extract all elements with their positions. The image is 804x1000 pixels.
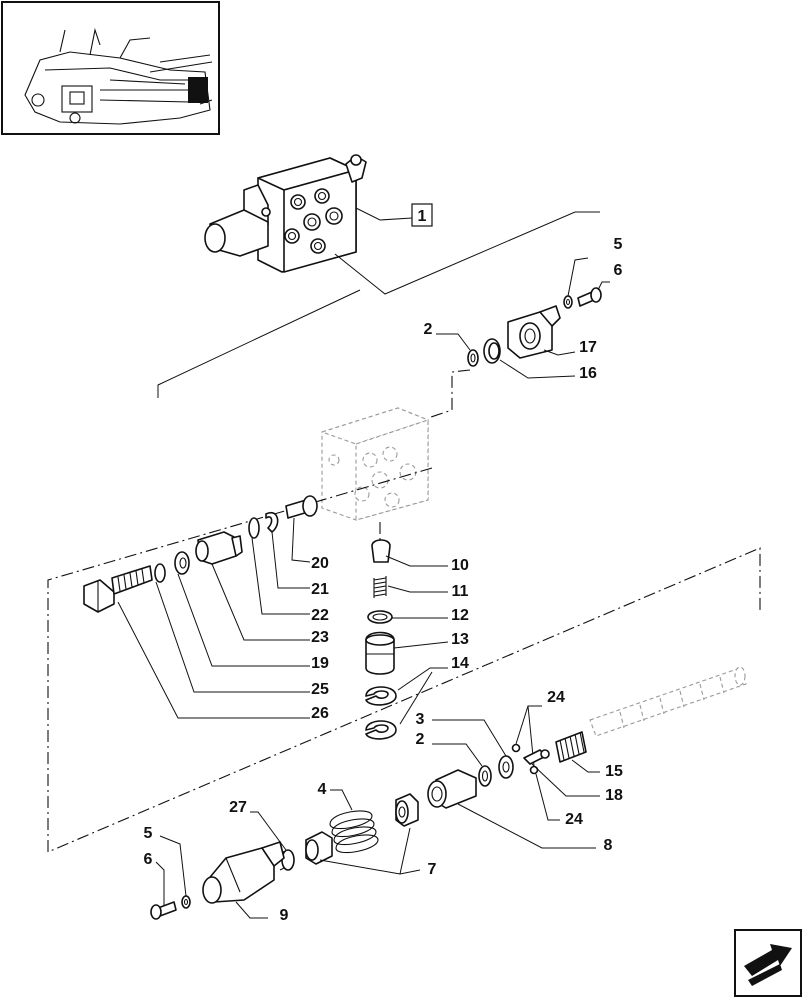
balls-24[interactable] (511, 743, 539, 775)
label-22: 22 (311, 607, 329, 624)
label-8: 8 (604, 837, 613, 854)
label-23: 23 (311, 629, 329, 646)
washer-3[interactable] (498, 755, 514, 779)
pin-20[interactable] (285, 495, 318, 519)
relief-valve-plug-26[interactable] (83, 565, 153, 613)
spring-cup-7-left[interactable] (305, 831, 333, 865)
label-14: 14 (451, 655, 469, 672)
label-26: 26 (311, 705, 329, 722)
label-15: 15 (605, 763, 623, 780)
valve-section-main[interactable] (204, 154, 367, 273)
label-21: 21 (311, 581, 329, 598)
callout-box-1 (411, 203, 433, 227)
label-13: 13 (451, 631, 469, 648)
o-ring-12[interactable] (367, 610, 393, 624)
label-2-bottom: 2 (416, 731, 425, 748)
poppet-10[interactable] (371, 539, 391, 563)
label-16: 16 (579, 365, 597, 382)
sleeve-8[interactable] (427, 769, 477, 809)
next-page-arrow-icon[interactable] (734, 929, 802, 997)
cap-screw-6-bottom[interactable] (150, 901, 177, 920)
label-27: 27 (229, 799, 247, 816)
spool-shaft (589, 666, 747, 737)
spring-4[interactable] (329, 810, 379, 854)
o-ring-2-bottom[interactable] (478, 765, 492, 787)
callout-1: 1 (418, 208, 427, 225)
label-12: 12 (451, 607, 469, 624)
flange-plate-17[interactable] (507, 305, 561, 359)
spring-15[interactable] (555, 731, 587, 763)
spring-cup-7-right[interactable] (395, 793, 419, 827)
label-10: 10 (451, 557, 469, 574)
plunger-13[interactable] (365, 631, 395, 675)
label-2-top: 2 (424, 321, 433, 338)
detent-pin-18[interactable] (523, 749, 550, 765)
washer-5-bottom[interactable] (181, 895, 191, 909)
clip-14-lower[interactable] (365, 720, 397, 740)
valve-section-ghost (320, 407, 430, 521)
label-3: 3 (416, 711, 425, 728)
tractor-location-thumbnail[interactable] (1, 1, 220, 135)
label-7: 7 (428, 861, 437, 878)
o-ring-25[interactable] (154, 563, 166, 583)
label-24-upper: 24 (547, 689, 565, 706)
o-ring-22[interactable] (248, 517, 260, 539)
clip-14-upper[interactable] (365, 686, 397, 706)
spacer-ring-16[interactable] (483, 338, 501, 364)
label-6-bottom: 6 (144, 851, 153, 868)
label-5-top: 5 (614, 236, 623, 253)
label-6-top: 6 (614, 262, 623, 279)
o-ring-2-top[interactable] (467, 349, 479, 367)
cap-screw-6-top[interactable] (577, 287, 602, 307)
label-24-lower: 24 (565, 811, 583, 828)
label-4: 4 (318, 781, 327, 798)
label-25: 25 (311, 681, 329, 698)
spool-cap-9[interactable] (202, 841, 285, 904)
spring-11[interactable] (373, 576, 387, 598)
label-11: 11 (452, 583, 469, 600)
label-5-bottom: 5 (144, 825, 153, 842)
label-19: 19 (311, 655, 329, 672)
washer-5-top[interactable] (563, 295, 573, 309)
label-17: 17 (579, 339, 597, 356)
valve-seat-23[interactable] (195, 531, 243, 565)
label-20: 20 (311, 555, 329, 572)
label-9: 9 (280, 907, 289, 924)
label-18: 18 (605, 787, 623, 804)
snap-ring-21[interactable] (265, 511, 279, 533)
backup-ring-19[interactable] (174, 551, 190, 575)
